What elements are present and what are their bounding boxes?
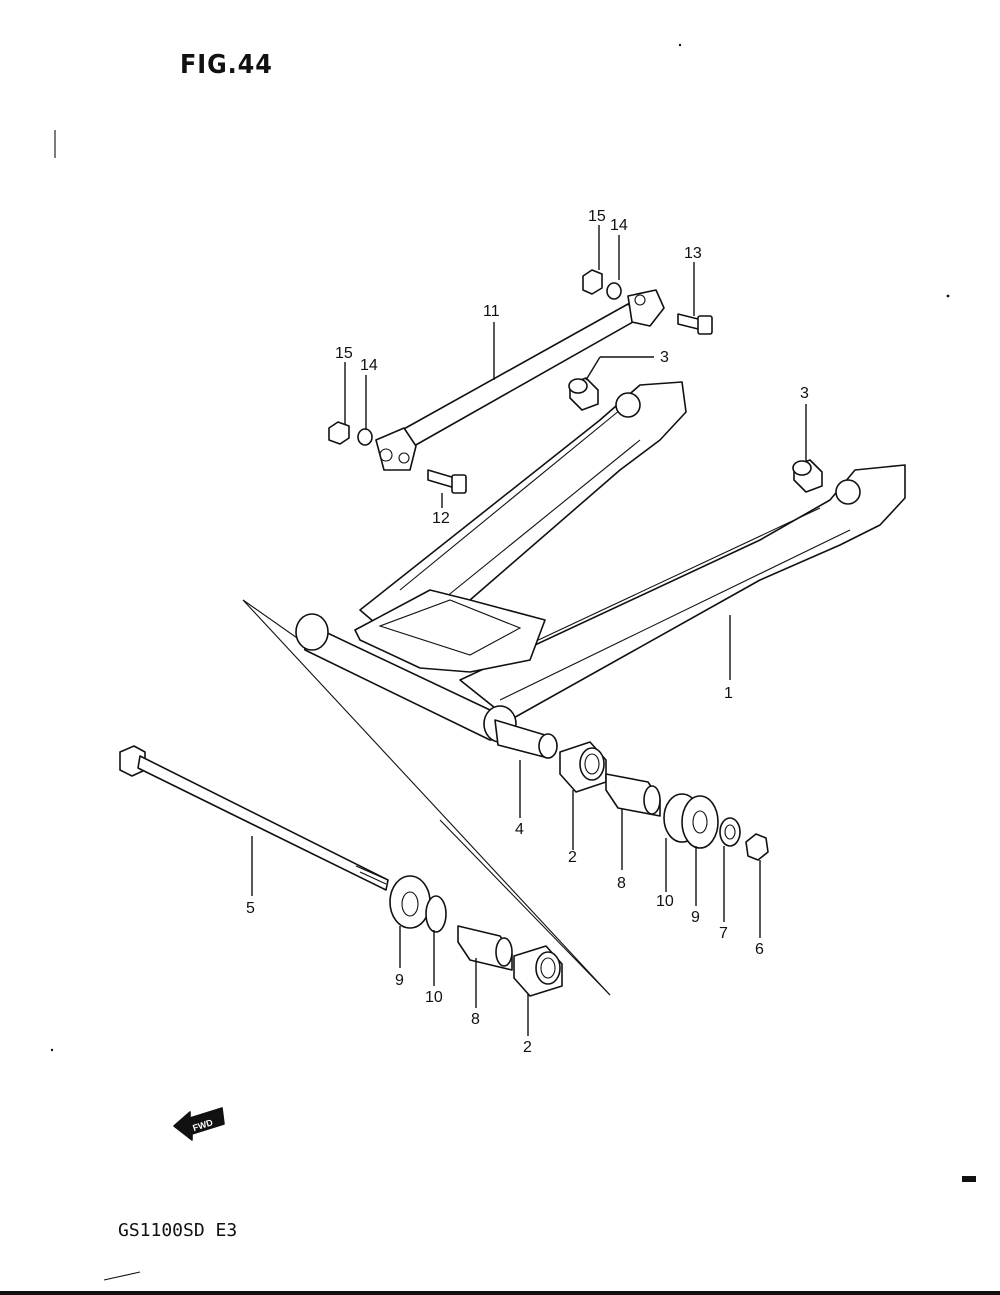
callout-4: 4: [515, 821, 524, 838]
callout-9: 9: [395, 972, 404, 989]
callout-5: 5: [246, 900, 255, 917]
callout-6: 6: [755, 941, 764, 958]
pivot-sleeve-4: [494, 719, 558, 759]
callout-10: 10: [656, 893, 674, 910]
left-side-parts: [389, 875, 563, 997]
seal-10-left: [425, 895, 447, 933]
washer-7: [719, 817, 741, 847]
callout-14: 14: [610, 217, 628, 234]
bottom-border: [0, 1291, 1000, 1295]
nut-15-right: [582, 269, 603, 295]
callout-8: 8: [471, 1011, 480, 1028]
bolt-12: [427, 469, 456, 489]
callout-14: 14: [360, 357, 378, 374]
callout-2: 2: [523, 1039, 532, 1056]
callout-10: 10: [425, 989, 443, 1006]
torque-link-hardware: [328, 269, 713, 494]
section-outline: [242, 599, 611, 996]
torque-link-rod: [375, 289, 665, 471]
callout-15: 15: [588, 208, 606, 225]
nut-6: [745, 833, 769, 861]
callout-13: 13: [684, 245, 702, 262]
callout-3: 3: [800, 385, 809, 402]
callout-9: 9: [691, 909, 700, 926]
leader-lines: [251, 225, 807, 1036]
fwd-arrow-icon: FWD: [173, 1107, 225, 1141]
callout-labels: 11 15 14 13 3 3 15 14 12 1 4 2 8 10 9 7 …: [246, 208, 809, 1056]
model-code: GS1100SD E3: [118, 1220, 238, 1241]
callout-15: 15: [335, 345, 353, 362]
washer-14-right: [606, 282, 622, 300]
figure-title: FIG.44: [180, 50, 273, 80]
right-side-parts: [559, 741, 769, 861]
edge-mark: [962, 1176, 976, 1182]
callout-7: 7: [719, 925, 728, 942]
callout-3: 3: [660, 349, 669, 366]
pivot-bolt-5: [119, 745, 389, 891]
callout-8: 8: [617, 875, 626, 892]
washer-14-left: [357, 428, 373, 446]
scan-marks: [50, 43, 950, 1281]
washer-9-left: [389, 875, 431, 929]
swingarm-body: [295, 381, 906, 743]
callout-2: 2: [568, 849, 577, 866]
callout-12: 12: [432, 510, 450, 527]
callout-1: 1: [724, 685, 733, 702]
washer-9-right: [681, 795, 719, 849]
nut-15-left: [328, 421, 350, 445]
bushings-3: [568, 377, 823, 493]
callout-11: 11: [483, 303, 500, 320]
